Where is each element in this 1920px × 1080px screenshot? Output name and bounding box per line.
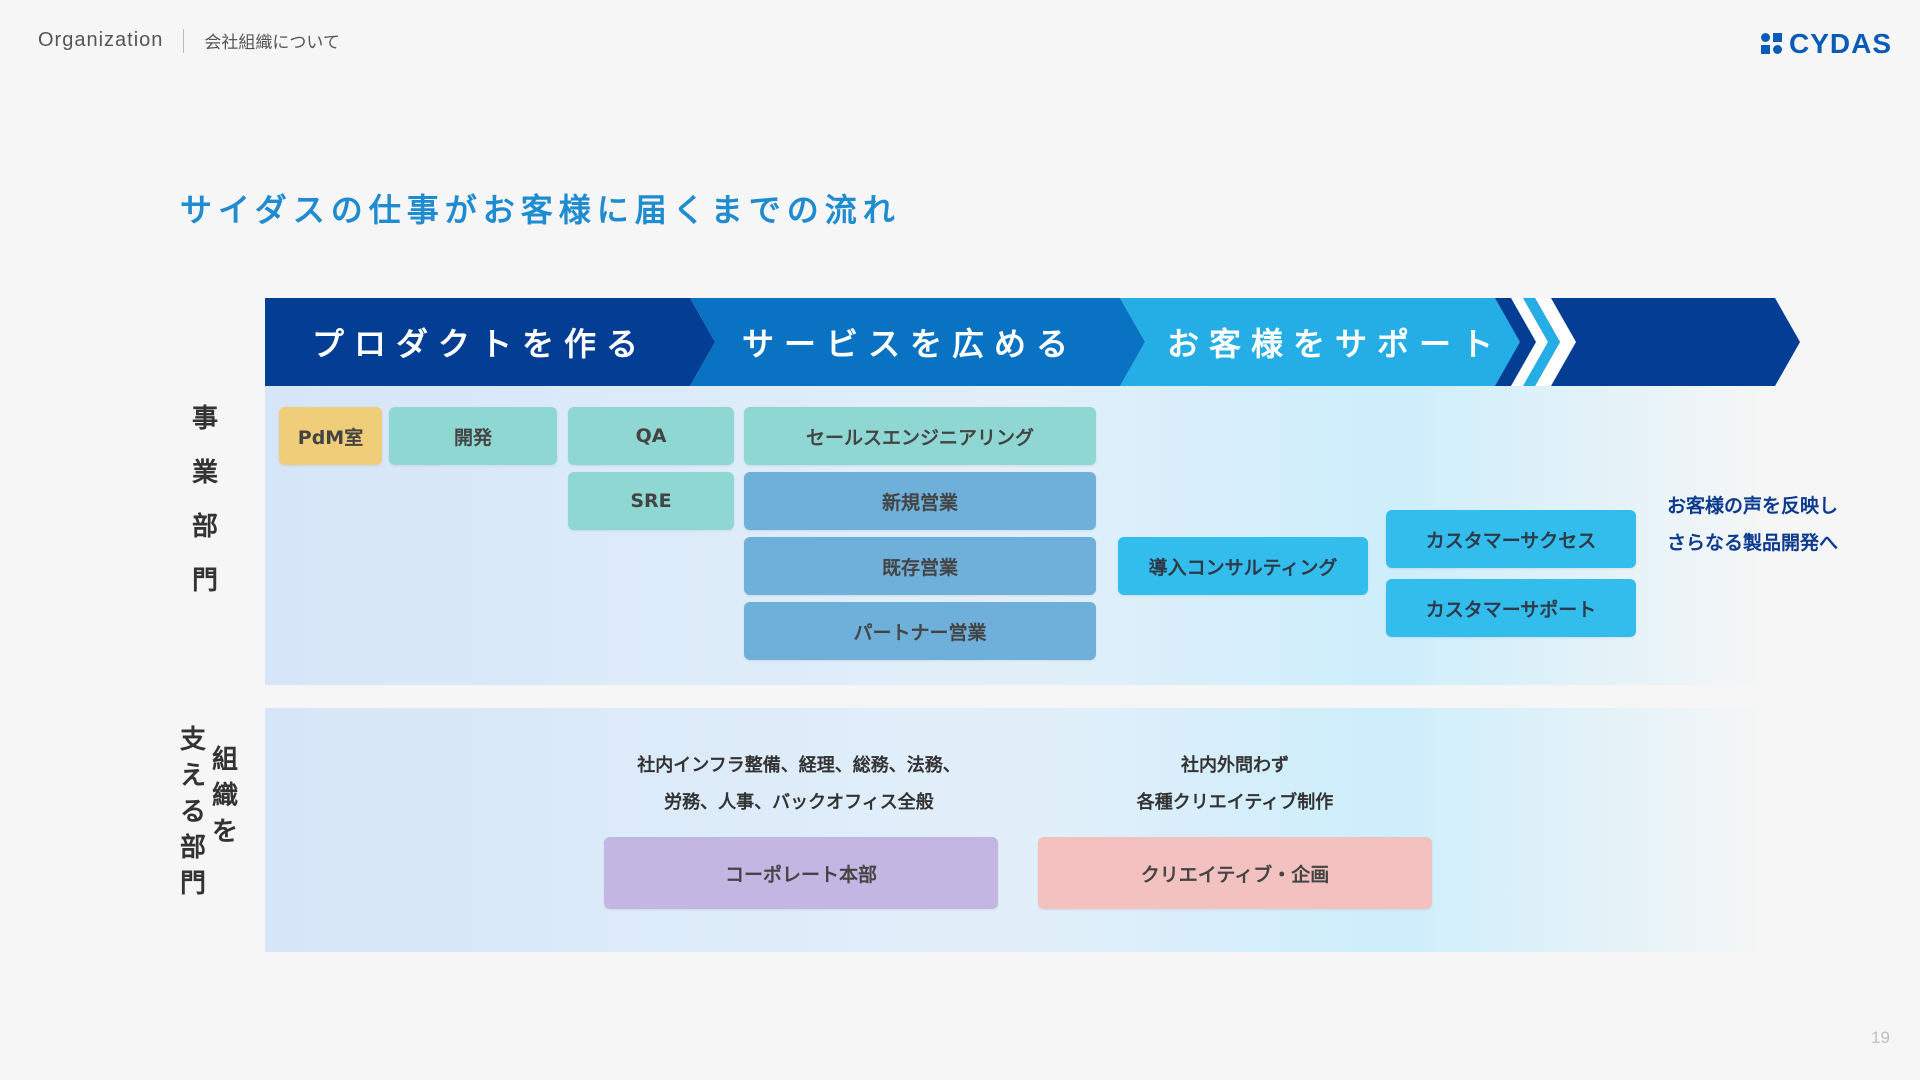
flow-banner: プロダクトを作る サービスを広める お客様をサポート [265, 298, 1800, 386]
flow-arrows [265, 298, 1800, 386]
unit-customer-success: カスタマーサクセス [1386, 510, 1636, 568]
unit-creative-planning: クリエイティブ・企画 [1038, 837, 1432, 909]
page-number: 19 [1871, 1028, 1890, 1047]
support-division-label: 組 織 を 支 え る 部 門 [179, 725, 239, 899]
business-division-label: 事 業 部 門 [191, 404, 218, 596]
unit-new-sales: 新規営業 [744, 472, 1096, 530]
unit-partner-sales: パートナー営業 [744, 602, 1096, 660]
flow-stage2-shape [690, 298, 1145, 386]
logo-text: CYDAS [1788, 28, 1892, 59]
section-subtitle: 会社組織について [204, 33, 340, 53]
section-name: Organization [38, 29, 164, 51]
stage-create-product: プロダクトを作る [311, 325, 648, 363]
flow-chevron-2 [1523, 298, 1560, 386]
unit-sre: SRE [568, 472, 734, 530]
stage-spread-service: サービスを広める [741, 325, 1078, 363]
stage-support-customer: お客様をサポート [1166, 325, 1503, 363]
unit-existing-sales: 既存営業 [744, 537, 1096, 595]
unit-sales-engineering: セールスエンジニアリング [744, 407, 1096, 465]
unit-onboarding-consulting: 導入コンサルティング [1118, 537, 1368, 595]
flow-chevron-3 [1535, 298, 1576, 386]
unit-qa: QA [568, 407, 734, 465]
flow-stage1-shape [265, 298, 715, 386]
page-title: サイダスの仕事がお客様に届くまでの流れ [180, 191, 901, 229]
logo-mark-icon [1760, 33, 1783, 55]
header-divider [183, 28, 185, 53]
corporate-description: 社内インフラ整備、経理、総務、法務、 労務、人事、バックオフィス全般 [637, 755, 961, 813]
header: Organization 会社組織について [38, 28, 340, 53]
flow-stage3-shape [1120, 298, 1520, 386]
unit-pdm: PdM室 [279, 407, 382, 465]
cydas-logo: CYDAS [1760, 28, 1892, 60]
feedback-note: お客様の声を反映し さらなる製品開発へ [1667, 495, 1839, 554]
unit-dev: 開発 [389, 407, 557, 465]
unit-corporate-hq: コーポレート本部 [604, 837, 998, 909]
creative-description: 社内外問わず 各種クリエイティブ制作 [1136, 755, 1334, 813]
flow-chevron-1 [1511, 298, 1548, 386]
unit-customer-support: カスタマーサポート [1386, 579, 1636, 637]
support-division-panel [265, 708, 1770, 952]
